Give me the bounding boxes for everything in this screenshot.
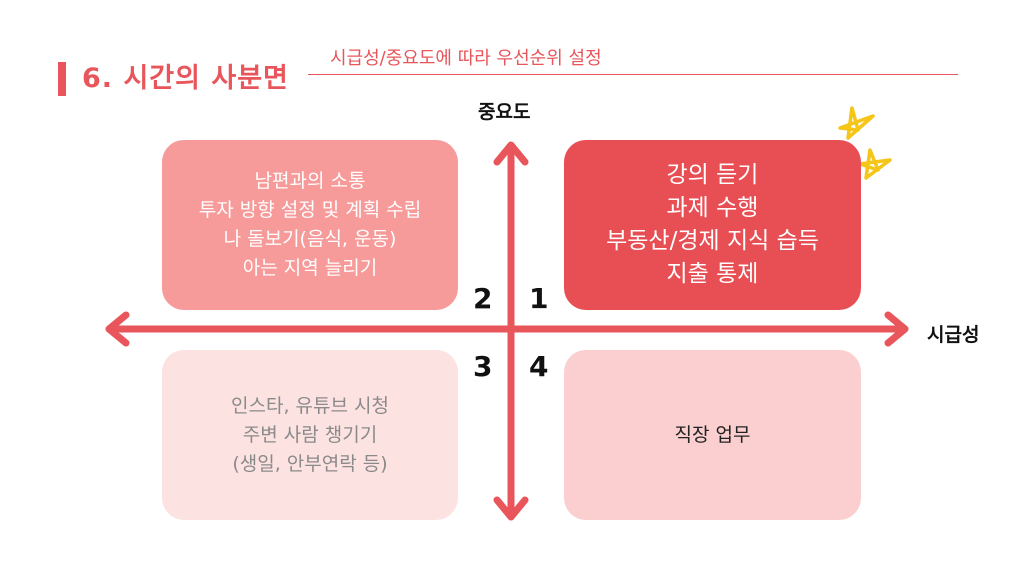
quadrant-1-box: 강의 듣기 과제 수행 부동산/경제 지식 습득 지출 통제 (564, 140, 861, 310)
y-axis-label: 중요도 (478, 101, 531, 123)
quadrant-4-number: 4 (529, 350, 549, 383)
quadrant-2-line: 아는 지역 늘리기 (242, 257, 378, 279)
page-subtitle: 시급성/중요도에 따라 우선순위 설정 (330, 48, 602, 69)
quadrant-2-line: 남편과의 소통 (254, 170, 366, 192)
quadrant-3-line: 인스타, 유튜브 시청 (231, 394, 389, 417)
quadrant-1-line: 부동산/경제 지식 습득 (606, 228, 819, 254)
quadrant-3-box: 인스타, 유튜브 시청 주변 사람 챙기기 (생일, 안부연락 등) (162, 350, 458, 520)
vertical-axis-top-arrowhead (493, 141, 529, 166)
quadrant-1-line: 지출 통제 (666, 261, 759, 287)
quadrant-2-line: 투자 방향 설정 및 계획 수립 (198, 199, 422, 221)
quadrant-3-line: (생일, 안부연락 등) (232, 452, 388, 475)
x-axis-label: 시급성 (927, 324, 980, 346)
quadrant-3-number: 3 (473, 350, 493, 383)
quadrant-3-line: 주변 사람 챙기기 (242, 423, 378, 446)
quadrant-1-line: 강의 듣기 (666, 162, 759, 188)
quadrant-2-line: 나 돌보기(음식, 운동) (223, 228, 397, 250)
horizontal-axis-right-arrowhead (884, 311, 909, 347)
quadrant-1-line: 과제 수행 (666, 195, 759, 221)
quadrant-2-number: 2 (473, 282, 493, 315)
subtitle-underline (308, 74, 958, 75)
horizontal-axis-left-arrowhead (105, 311, 130, 347)
quadrant-1-number: 1 (529, 282, 549, 315)
vertical-axis-bottom-arrowhead (493, 496, 529, 521)
quadrant-4-line: 직장 업무 (674, 423, 751, 446)
page-title: 6. 시간의 사분면 (82, 63, 289, 94)
title-accent-bar (58, 62, 66, 96)
quadrant-2-box: 남편과의 소통 투자 방향 설정 및 계획 수립 나 돌보기(음식, 운동) 아… (162, 140, 458, 310)
quadrant-4-box: 직장 업무 (564, 350, 861, 520)
